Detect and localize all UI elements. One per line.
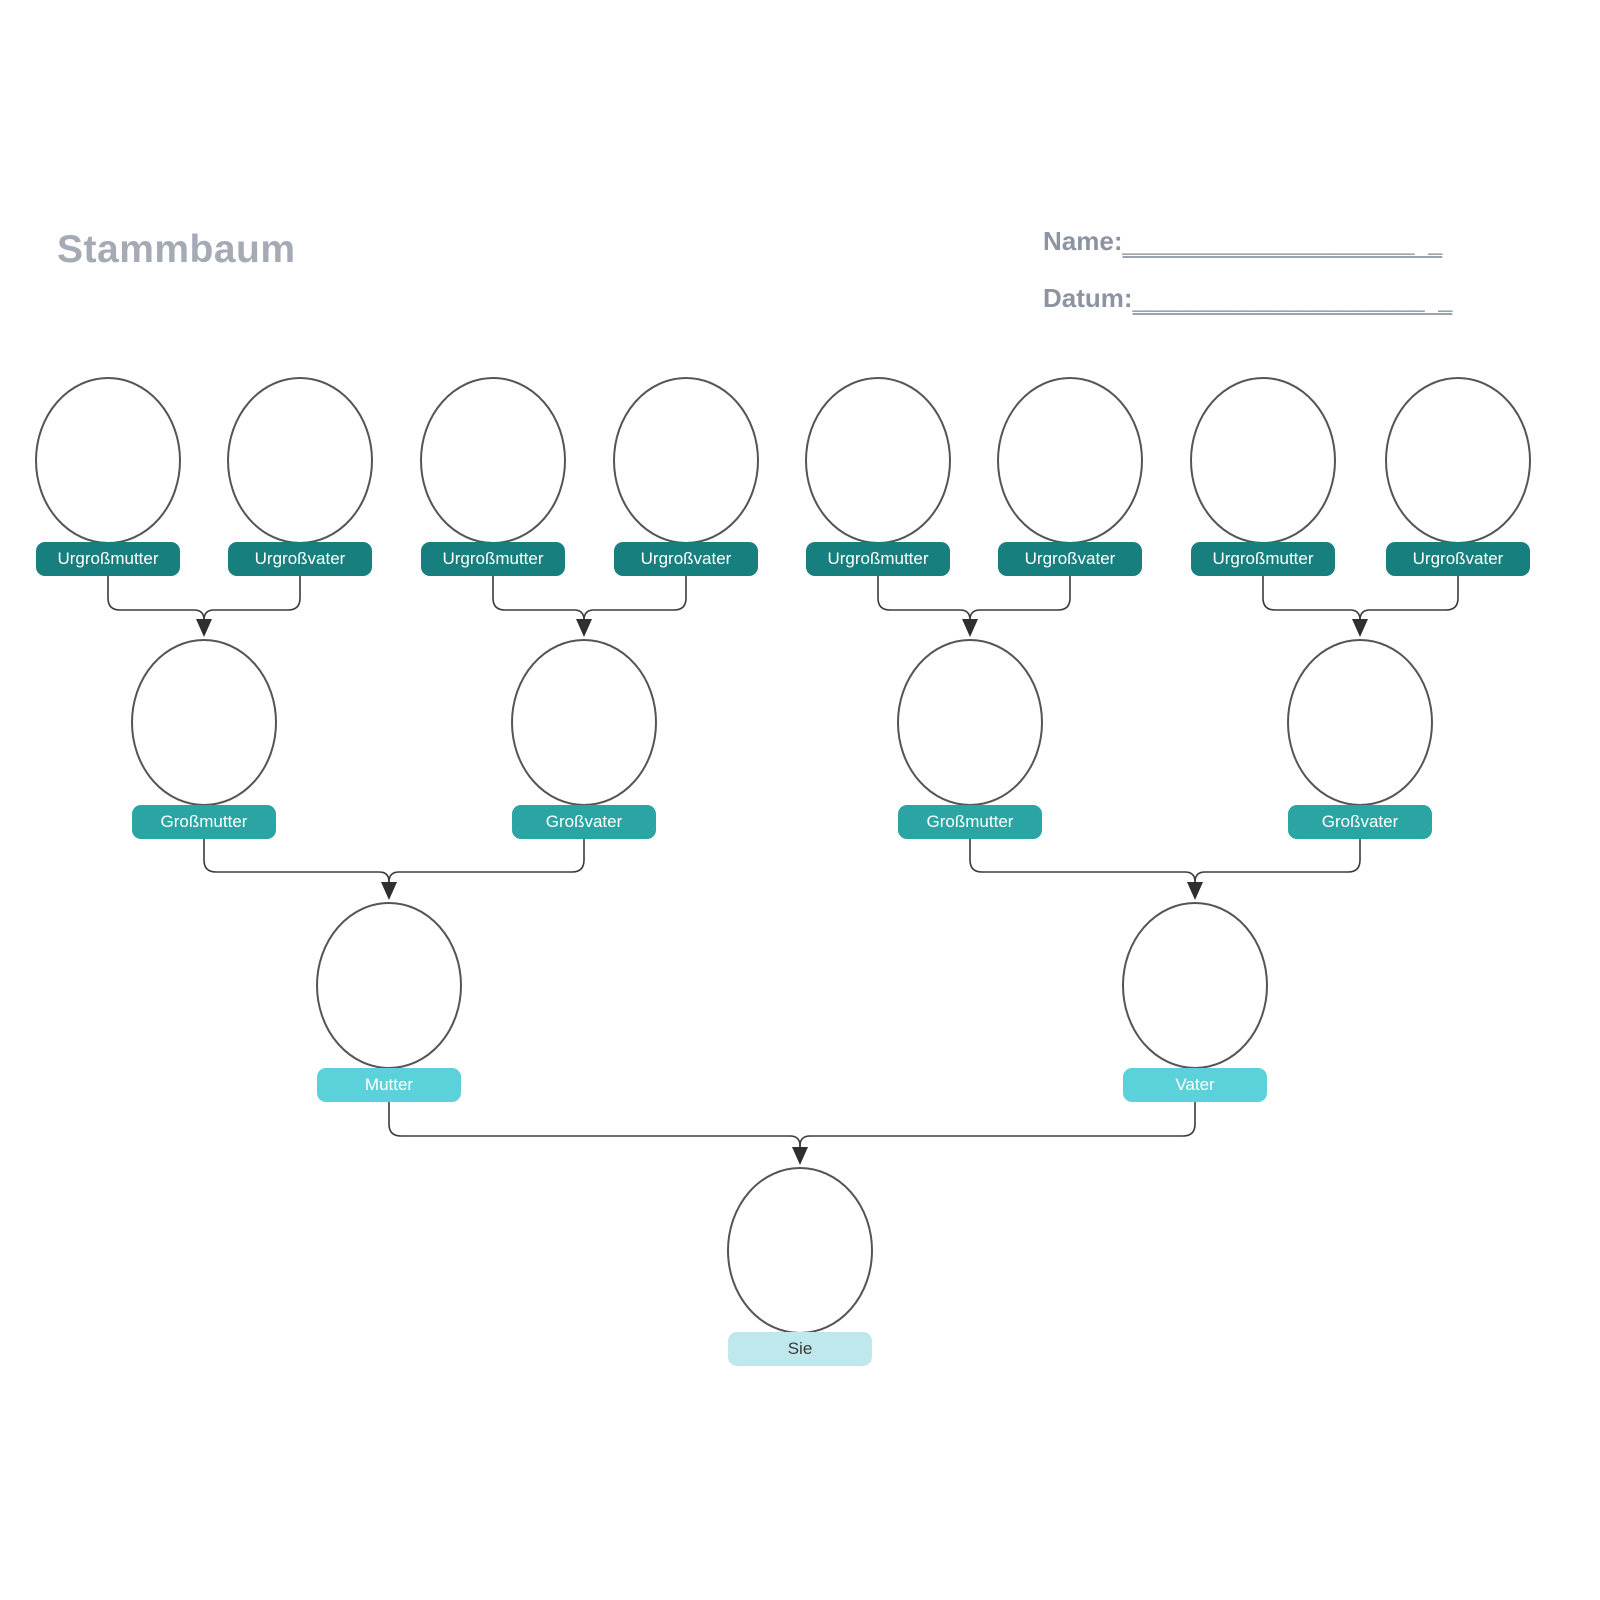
connector-grandparents-2: [969, 838, 1361, 900]
oval-father[interactable]: [1122, 902, 1268, 1069]
connector-grandparents-1: [203, 838, 585, 900]
label-great-grandfather-3[interactable]: Urgroßvater: [998, 542, 1142, 576]
name-label: Name:: [1043, 226, 1123, 256]
connector-parents: [388, 1101, 1196, 1165]
page-title: Stammbaum: [57, 228, 296, 271]
datum-field-row: Datum:_____________________ _: [1043, 283, 1463, 340]
label-mother[interactable]: Mutter: [317, 1068, 461, 1102]
label-great-grandfather-4[interactable]: Urgroßvater: [1386, 542, 1530, 576]
oval-mother[interactable]: [316, 902, 462, 1069]
header-form: Name:_____________________ _ Datum:_____…: [1043, 226, 1463, 340]
label-great-grandfather-2[interactable]: Urgroßvater: [614, 542, 758, 576]
label-great-grandfather-1[interactable]: Urgroßvater: [228, 542, 372, 576]
oval-great-grandfather-4[interactable]: [1385, 377, 1531, 544]
oval-great-grandmother-3[interactable]: [805, 377, 951, 544]
label-grandfather-1[interactable]: Großvater: [512, 805, 656, 839]
connector-greatgrandparents-4: [1262, 575, 1459, 637]
oval-self[interactable]: [727, 1167, 873, 1334]
name-fill-line[interactable]: _____________________ _: [1122, 228, 1443, 256]
label-great-grandmother-1[interactable]: Urgroßmutter: [36, 542, 180, 576]
datum-label: Datum:: [1043, 283, 1133, 313]
oval-great-grandmother-1[interactable]: [35, 377, 181, 544]
arrow-down-icon: [792, 1147, 808, 1165]
arrow-down-icon: [1187, 882, 1203, 900]
oval-grandmother-2[interactable]: [897, 639, 1043, 806]
connector-greatgrandparents-1: [107, 575, 301, 637]
oval-great-grandfather-3[interactable]: [997, 377, 1143, 544]
oval-great-grandmother-2[interactable]: [420, 377, 566, 544]
label-great-grandmother-3[interactable]: Urgroßmutter: [806, 542, 950, 576]
connector-greatgrandparents-3: [877, 575, 1071, 637]
label-great-grandmother-4[interactable]: Urgroßmutter: [1191, 542, 1335, 576]
oval-grandfather-1[interactable]: [511, 639, 657, 806]
arrow-down-icon: [1352, 619, 1368, 637]
datum-fill-line[interactable]: _____________________ _: [1132, 285, 1453, 313]
arrow-down-icon: [381, 882, 397, 900]
label-grandfather-2[interactable]: Großvater: [1288, 805, 1432, 839]
name-field-row: Name:_____________________ _: [1043, 226, 1463, 283]
label-grandmother-1[interactable]: Großmutter: [132, 805, 276, 839]
label-father[interactable]: Vater: [1123, 1068, 1267, 1102]
oval-great-grandfather-1[interactable]: [227, 377, 373, 544]
arrow-down-icon: [962, 619, 978, 637]
label-grandmother-2[interactable]: Großmutter: [898, 805, 1042, 839]
oval-grandmother-1[interactable]: [131, 639, 277, 806]
oval-great-grandmother-4[interactable]: [1190, 377, 1336, 544]
label-great-grandmother-2[interactable]: Urgroßmutter: [421, 542, 565, 576]
arrow-down-icon: [576, 619, 592, 637]
label-self[interactable]: Sie: [728, 1332, 872, 1366]
oval-great-grandfather-2[interactable]: [613, 377, 759, 544]
connector-greatgrandparents-2: [492, 575, 687, 637]
arrow-down-icon: [196, 619, 212, 637]
oval-grandfather-2[interactable]: [1287, 639, 1433, 806]
